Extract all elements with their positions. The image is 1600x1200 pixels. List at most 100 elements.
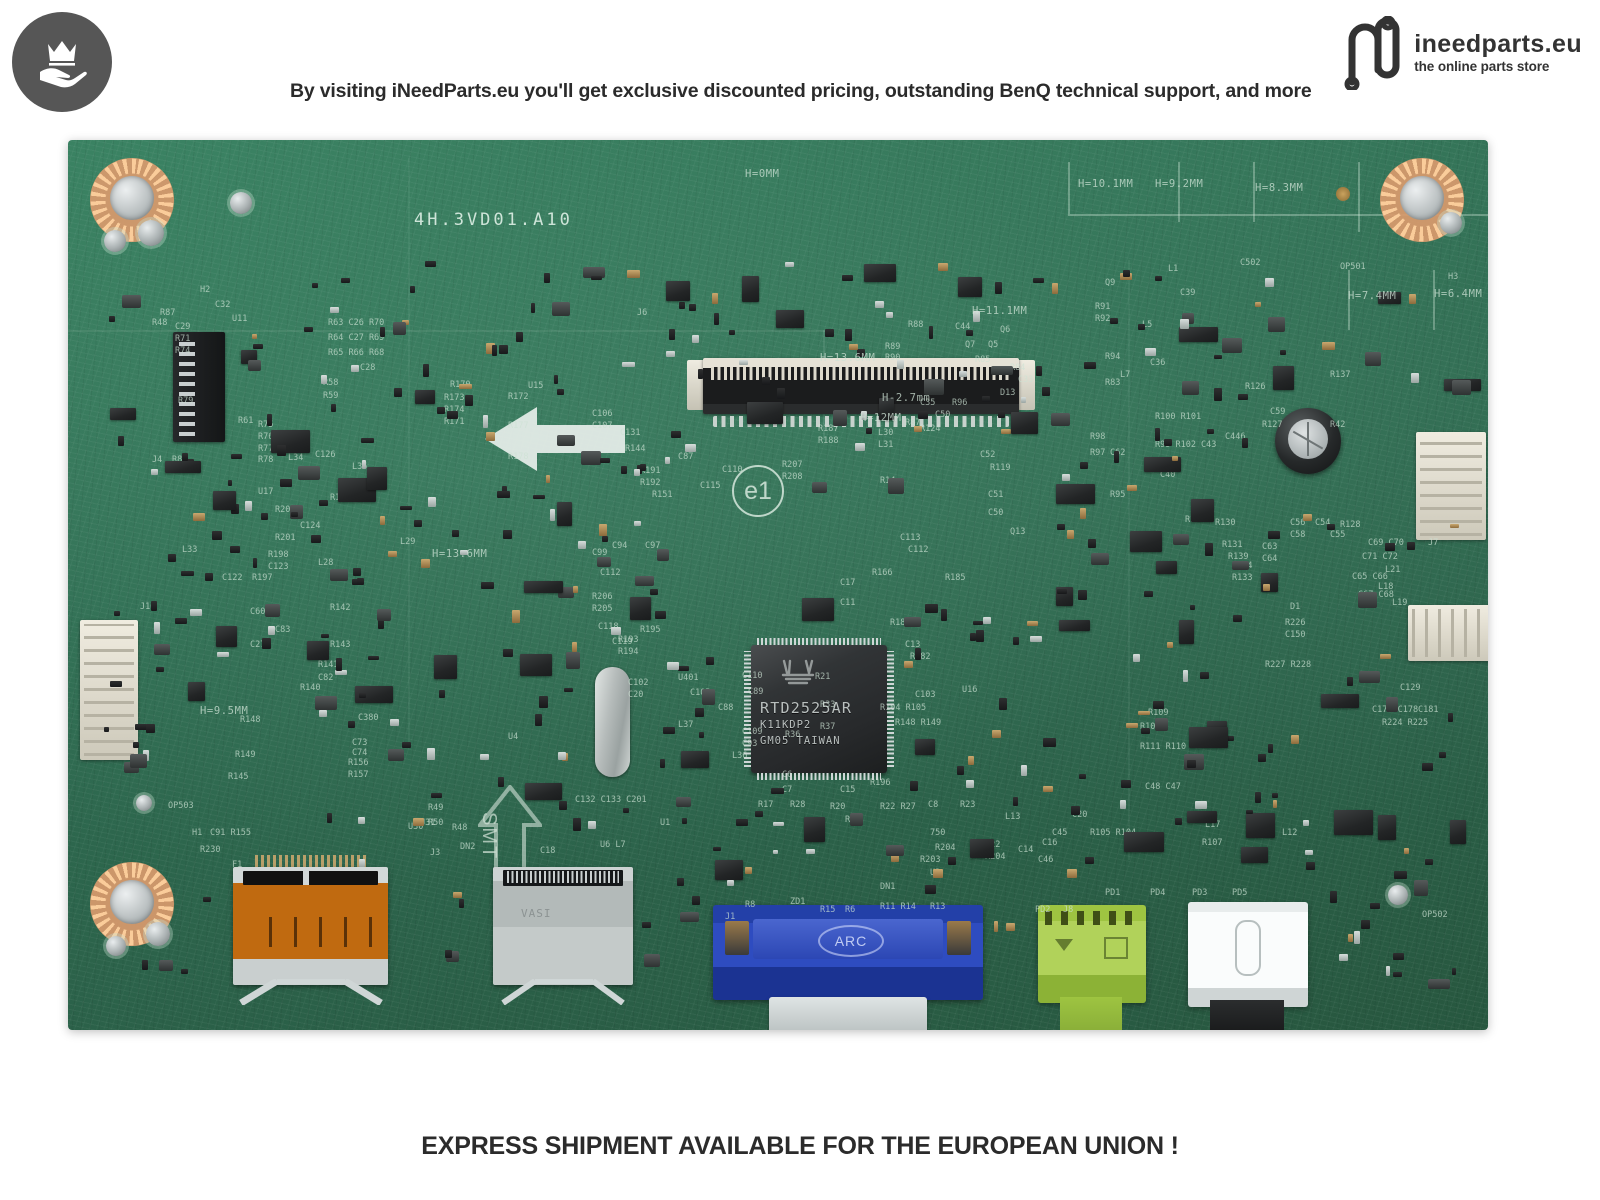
smd-component [193,512,205,522]
smd-component [1333,810,1374,836]
polarity-triangle-icon [1055,939,1073,951]
smd-component [627,269,640,278]
silkscreen-ref: C124 [300,521,321,531]
smd-component [1214,354,1223,359]
silkscreen-ref: R177 [508,421,529,431]
smd-component [849,812,863,826]
smd-component [966,330,974,336]
silkscreen-ref: L12 [1282,828,1298,838]
silkscreen-ref: R83 [1105,378,1121,388]
smd-component [623,807,630,814]
silkscreen-ref: C40 [1160,470,1176,480]
smd-component [682,817,688,825]
silkscreen-ref: R28 [790,800,806,810]
silkscreen-ref: C32 [215,300,231,310]
silkscreen-ref: R139 [1228,552,1249,562]
silkscreen-ref: U11 [232,314,248,324]
silkscreen-ref: R200 [275,505,296,515]
smd-component [1290,735,1299,744]
smd-component [1205,543,1214,556]
silkscreen-ref: R107 [1202,838,1223,848]
smd-component [994,921,999,933]
smd-component [633,520,642,527]
smd-component [995,281,1002,294]
smd-component [261,637,271,649]
shipping-notice: EXPRESS SHIPMENT AVAILABLE FOR THE EUROP… [421,1132,1179,1160]
smd-component [1126,723,1138,728]
smd-component [279,479,292,488]
smd-component [848,344,858,350]
smd-component [1302,820,1309,826]
silkscreen-ref: C380 [358,713,379,723]
smd-component [1414,880,1429,896]
smd-component [318,710,328,718]
smd-component [109,680,122,688]
via-hole [230,192,252,214]
smd-component [409,286,416,293]
realtek-logo-icon [777,659,819,691]
smd-component [665,456,671,464]
silkscreen-ref: C45 [1052,828,1068,838]
smd-component [972,620,984,626]
smd-component [909,781,918,792]
silkscreen-ref: C8 [928,800,939,810]
monitor-main-pcb: 4H.3VD01.A10 SMT e1 [68,140,1488,1030]
smd-component [1126,484,1137,491]
smd-component [1012,797,1019,806]
black-pin-header-j4 [173,332,225,442]
smd-component [1403,848,1410,855]
smd-component [698,369,704,379]
silk-zone-divider [1358,162,1360,232]
silkscreen-ref: R224 R225 [1382,718,1429,728]
smd-component [330,404,336,413]
smd-component [380,326,385,337]
silkscreen-ref: R99 R102 C43 [1155,440,1217,450]
silkscreen-ref: DN2 [460,842,476,852]
silkscreen-ref: R87 [905,418,921,428]
silkscreen-ref: C15 [840,785,856,795]
silkscreen-ref: R61 [238,416,254,426]
silkscreen-ref: R85 [975,355,991,365]
smd-component [1265,277,1274,287]
silk-zone-divider [1348,270,1350,330]
silk-zone-divider [1068,162,1070,214]
smd-component [755,810,764,817]
silkscreen-ref: R191 [640,466,661,476]
smd-component [158,959,173,971]
silkscreen-ref: C88 [718,703,734,713]
smd-component [1021,764,1027,776]
silkscreen-ref: L37 [678,720,694,730]
smd-component [298,465,320,480]
smd-component [746,402,783,425]
smd-component [685,444,696,453]
silkscreen-ref: R71 [175,334,191,344]
smd-component [1267,531,1280,540]
smd-component [368,656,380,661]
silkscreen-ref: R178 [508,452,529,462]
smd-component [679,301,686,309]
silkscreen-ref: C59 [1270,407,1286,417]
smd-component [1306,861,1315,870]
silkscreen-ref: R203 [920,855,941,865]
smd-component [1109,318,1118,324]
silkscreen-ref: C35 [920,398,936,408]
smd-component [464,395,473,407]
crystal-oscillator-y1 [595,667,630,777]
smd-component [402,742,411,749]
smd-component [844,329,852,341]
silkscreen-ref: C56 [1290,518,1306,528]
smd-component [772,821,785,827]
silkscreen-ref: C112 [908,545,929,555]
silkscreen-ref: R128 [1340,520,1361,530]
silk-zone-divider [1253,162,1255,222]
silkscreen-ref: C119 [612,637,633,647]
white-wafer-connector-j7 [1416,432,1486,540]
smd-component [319,500,329,506]
silkscreen-ref: R131 [1222,540,1243,550]
silkscreen-ref: C10B [690,688,711,698]
smd-component [187,681,206,702]
site-logo[interactable]: ineedparts.eu the online parts store [1338,14,1582,92]
smd-component [421,559,431,569]
smd-component [1447,713,1453,722]
silkscreen-ref: R92 [1095,314,1111,324]
